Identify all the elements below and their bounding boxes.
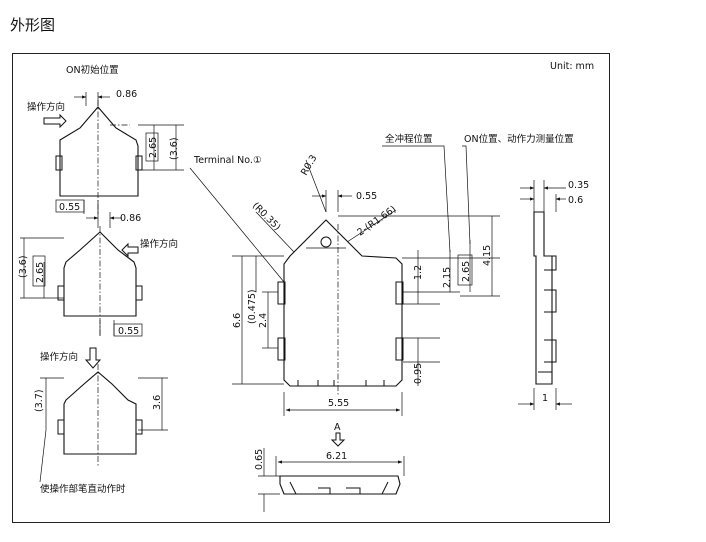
dim-5-55: 5.55 — [328, 398, 349, 409]
direction-arrow-icon — [43, 113, 67, 129]
drawing-frame — [12, 53, 610, 523]
package-bottom-outline — [279, 475, 401, 495]
unit-label: Unit: mm — [550, 61, 594, 72]
side-profile-outline — [533, 211, 553, 385]
dim-0-475: (0.475) — [247, 289, 258, 324]
dim-0-95: 0.95 — [413, 363, 424, 384]
dim-0-86-top: 0.86 — [116, 89, 137, 100]
dim-r0-35: (R0.35) — [250, 200, 283, 233]
dim-4-15: 4.15 — [482, 245, 493, 266]
operation-direction-label-1: 操作方向 — [27, 101, 65, 113]
dim-0-6: 0.6 — [568, 195, 583, 206]
dim-0-55-b: 0.55 — [118, 326, 139, 337]
dim-0-55-a: 0.55 — [59, 202, 80, 213]
right-side-view: 0.35 0.6 1 — [518, 180, 589, 410]
page-title: 外形图 — [10, 16, 56, 34]
direction-arrow-down-icon — [84, 347, 102, 369]
operation-direction-label-2: 操作方向 — [140, 238, 178, 250]
dim-3-7: (3.7) — [34, 389, 45, 412]
dim-2-4: 2.4 — [258, 313, 269, 328]
dim-3-6-a: (3.6) — [169, 137, 180, 160]
view-a-arrow-icon — [330, 432, 346, 447]
bottom-view-a: 6.21 0.65 — [254, 448, 405, 512]
dim-6-6: 6.6 — [232, 313, 243, 328]
switch-body-outline — [59, 106, 139, 197]
top-view: 全冲程位置 ON位置、动作力测量位置 Terminal No.① R0.3 (R… — [189, 133, 574, 447]
side-view-initial: ON初始位置 操作方向 0.86 2.65 (3.6) 0.55 — [27, 64, 184, 214]
dim-1: 1 — [542, 393, 548, 404]
dim-2-65-c: 2.65 — [461, 261, 472, 282]
dim-r0-3: R0.3 — [299, 153, 319, 177]
operation-direction-label-3: 操作方向 — [40, 351, 78, 363]
side-view-force: 0.86 操作方向 (3.6) 2.65 0.55 — [18, 212, 178, 337]
direction-arrow-icon — [121, 242, 139, 258]
dim-3-6-b: (3.6) — [18, 255, 29, 278]
dim-3-6-c: 3.6 — [152, 395, 163, 410]
full-stroke-push-label: 使操作部笔直动作时 — [40, 483, 126, 495]
full-stroke-label: 全冲程位置 — [385, 133, 433, 145]
dim-2-65-a: 2.65 — [148, 137, 159, 158]
terminal-no-label: Terminal No.① — [193, 155, 261, 166]
dim-0-86-b: 0.86 — [120, 213, 141, 224]
dim-0-55-c: 0.55 — [356, 191, 377, 202]
on-position-label: ON位置、动作力测量位置 — [464, 133, 574, 145]
dim-r1-66: 2-(R1.66) — [355, 204, 398, 239]
side-view-full-stroke: 操作方向 (3.7) 3.6 使操作部笔直动作时 — [34, 347, 168, 495]
on-initial-label: ON初始位置 — [66, 64, 119, 76]
dim-1-2: 1.2 — [413, 265, 424, 280]
dim-0-65: 0.65 — [254, 449, 265, 470]
dim-2-65-b: 2.65 — [35, 262, 46, 283]
switch-body-outline — [63, 371, 137, 455]
dim-0-35: 0.35 — [568, 180, 589, 191]
dim-6-21: 6.21 — [326, 451, 347, 462]
package-outline — [283, 219, 403, 387]
view-a-label: A — [334, 422, 341, 433]
dim-2-15: 2.15 — [442, 267, 453, 288]
